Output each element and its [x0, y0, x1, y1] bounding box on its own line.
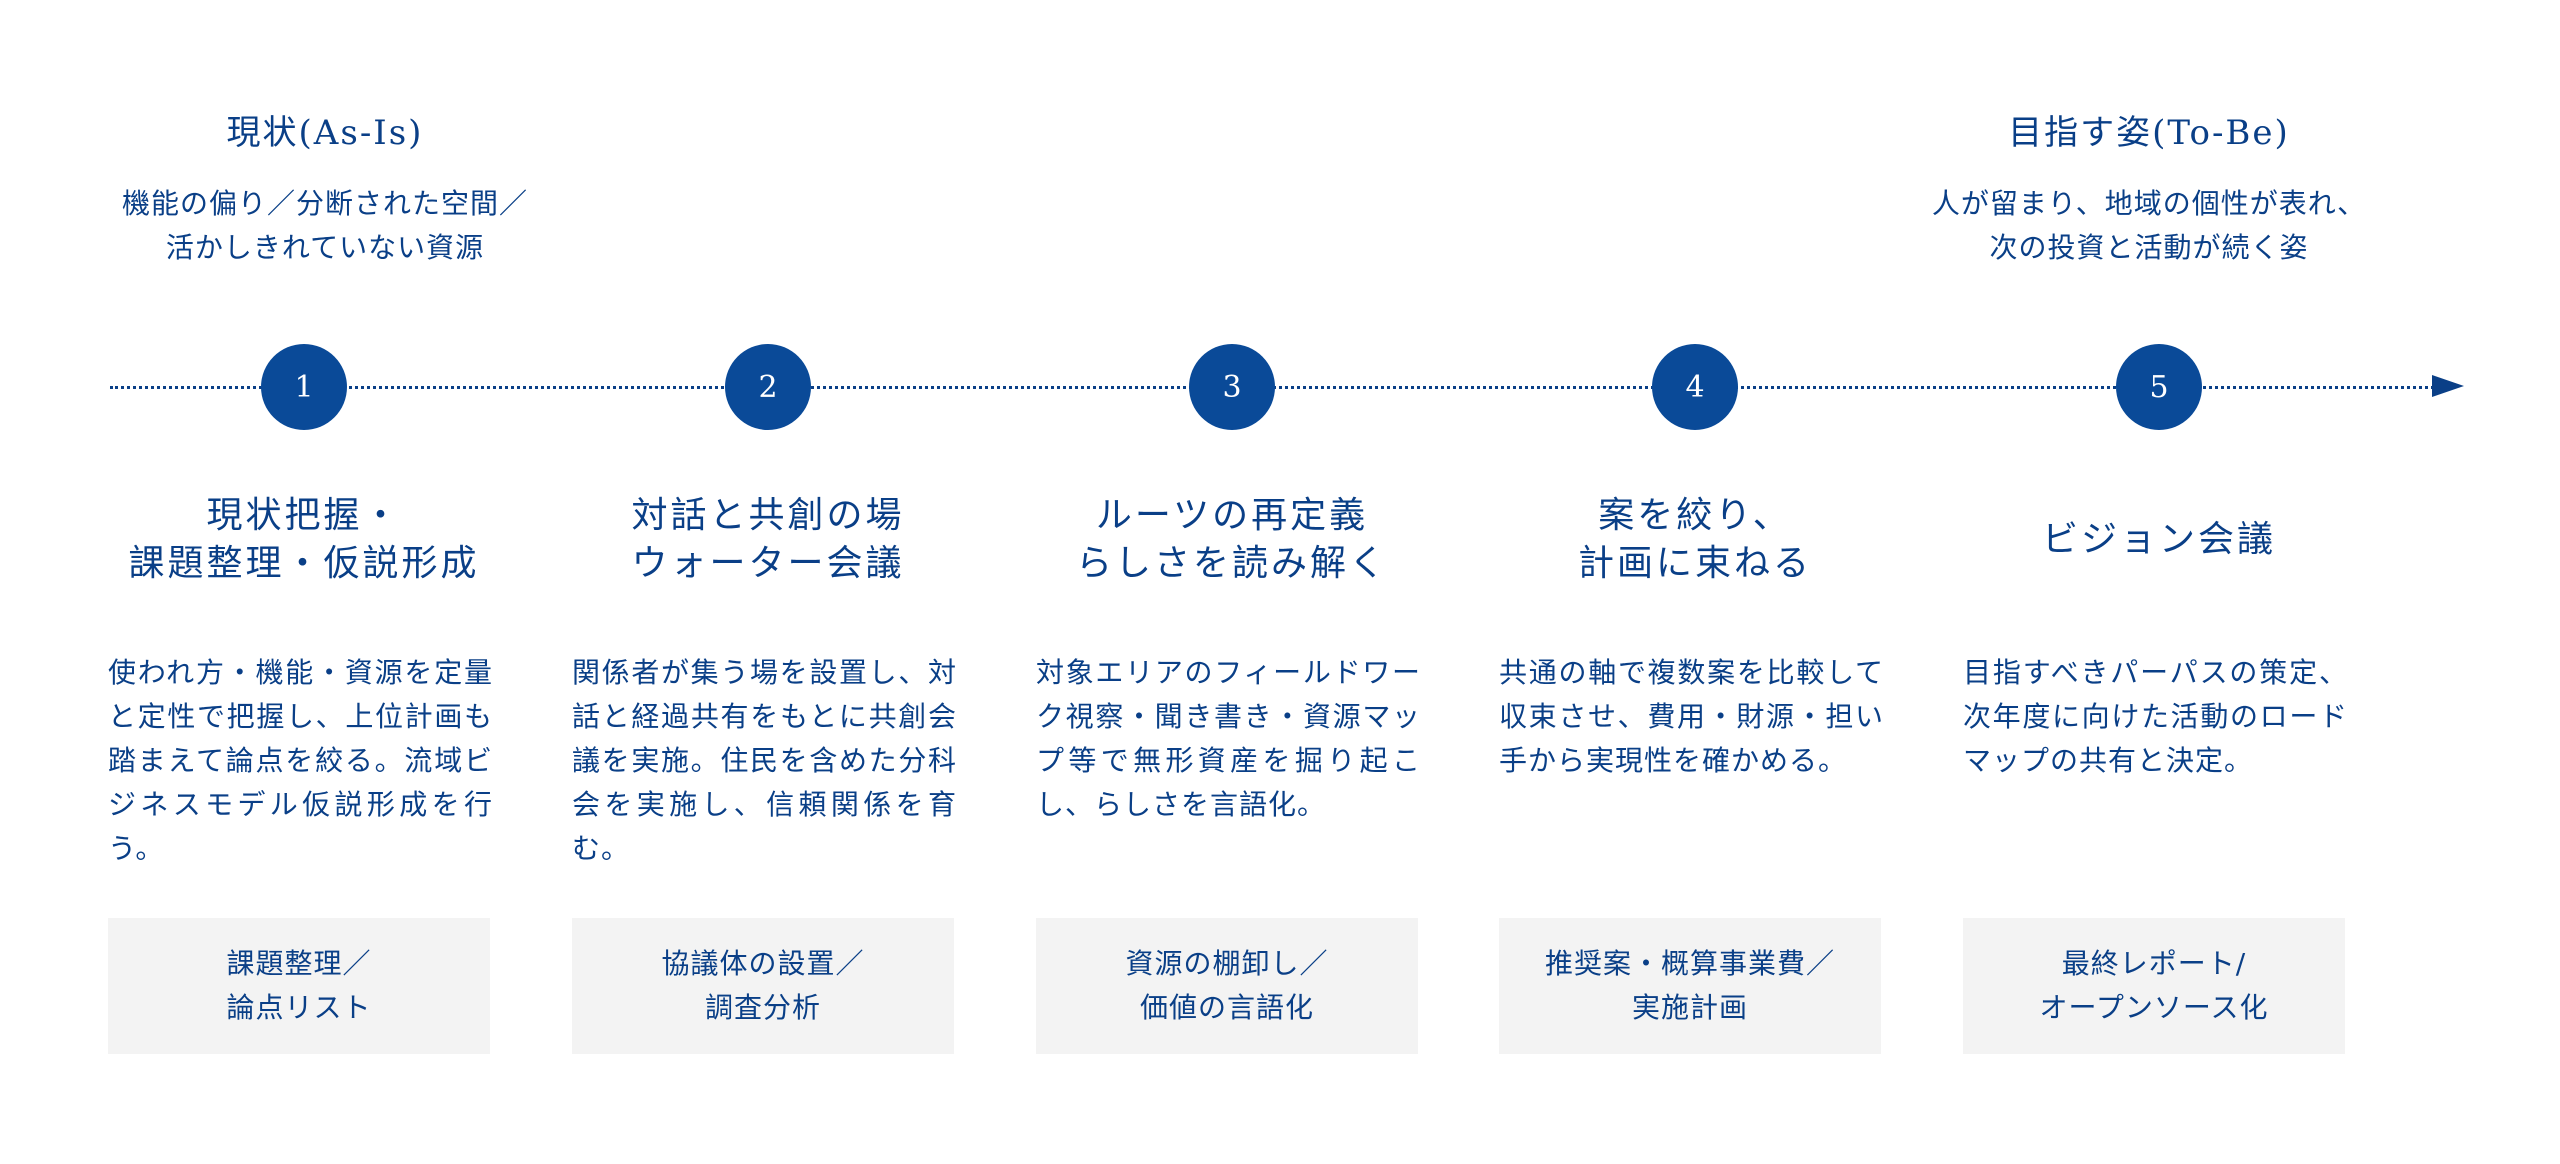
step-3-title: ルーツの再定義 らしさを読み解く: [1075, 495, 1388, 584]
step-5-output: 最終レポート/ オープンソース化: [1963, 918, 2345, 1054]
step-4-node: 4: [1652, 344, 1738, 430]
step-2-output: 協議体の設置／ 調査分析: [572, 918, 954, 1054]
to-be-title: 目指す姿(To-Be): [2008, 113, 2290, 153]
step-2-title: 対話と共創の場 ウォーター会議: [631, 495, 905, 584]
step-1-output: 課題整理／ 論点リスト: [108, 918, 490, 1054]
as-is-description: 機能の偏り／分断された空間／ 活かしきれていない資源: [121, 187, 528, 264]
arrow-right-icon: [2432, 375, 2464, 397]
to-be-description: 人が留まり、地域の個性が表れ、 次の投資と活動が続く姿: [1931, 187, 2367, 264]
timeline-line: [110, 386, 2440, 389]
step-4-title: 案を絞り、 計画に束ねる: [1577, 495, 1812, 584]
step-4-output: 推奨案・概算事業費／ 実施計画: [1499, 918, 1881, 1054]
step-1-node: 1: [261, 344, 347, 430]
step-3-description: 対象エリアのフィールドワーク視察・聞き書き・資源マップ等で無形資産を掘り起こし、…: [1036, 656, 1421, 821]
step-1-title: 現状把握・ 課題整理・仮説形成: [128, 495, 480, 584]
step-2-description: 関係者が集う場を設置し、対話と経過共有をもとに共創会議を実施。住民を含めた分科会…: [572, 656, 957, 865]
step-5-node: 5: [2116, 344, 2202, 430]
step-3-output: 資源の棚卸し／ 価値の言語化: [1036, 918, 1418, 1054]
step-3-node: 3: [1189, 344, 1275, 430]
step-5-title: ビジョン会議: [2041, 519, 2276, 560]
step-5-description: 目指すべきパーパスの策定、次年度に向けた活動のロードマップの共有と決定。: [1963, 656, 2348, 777]
as-is-title: 現状(As-Is): [226, 113, 424, 153]
step-4-description: 共通の軸で複数案を比較して収束させ、費用・財源・担い手から実現性を確かめる。: [1499, 656, 1884, 777]
step-2-node: 2: [725, 344, 811, 430]
step-1-description: 使われ方・機能・資源を定量と定性で把握し、上位計画も踏まえて論点を絞る。流域ビジ…: [108, 656, 493, 865]
